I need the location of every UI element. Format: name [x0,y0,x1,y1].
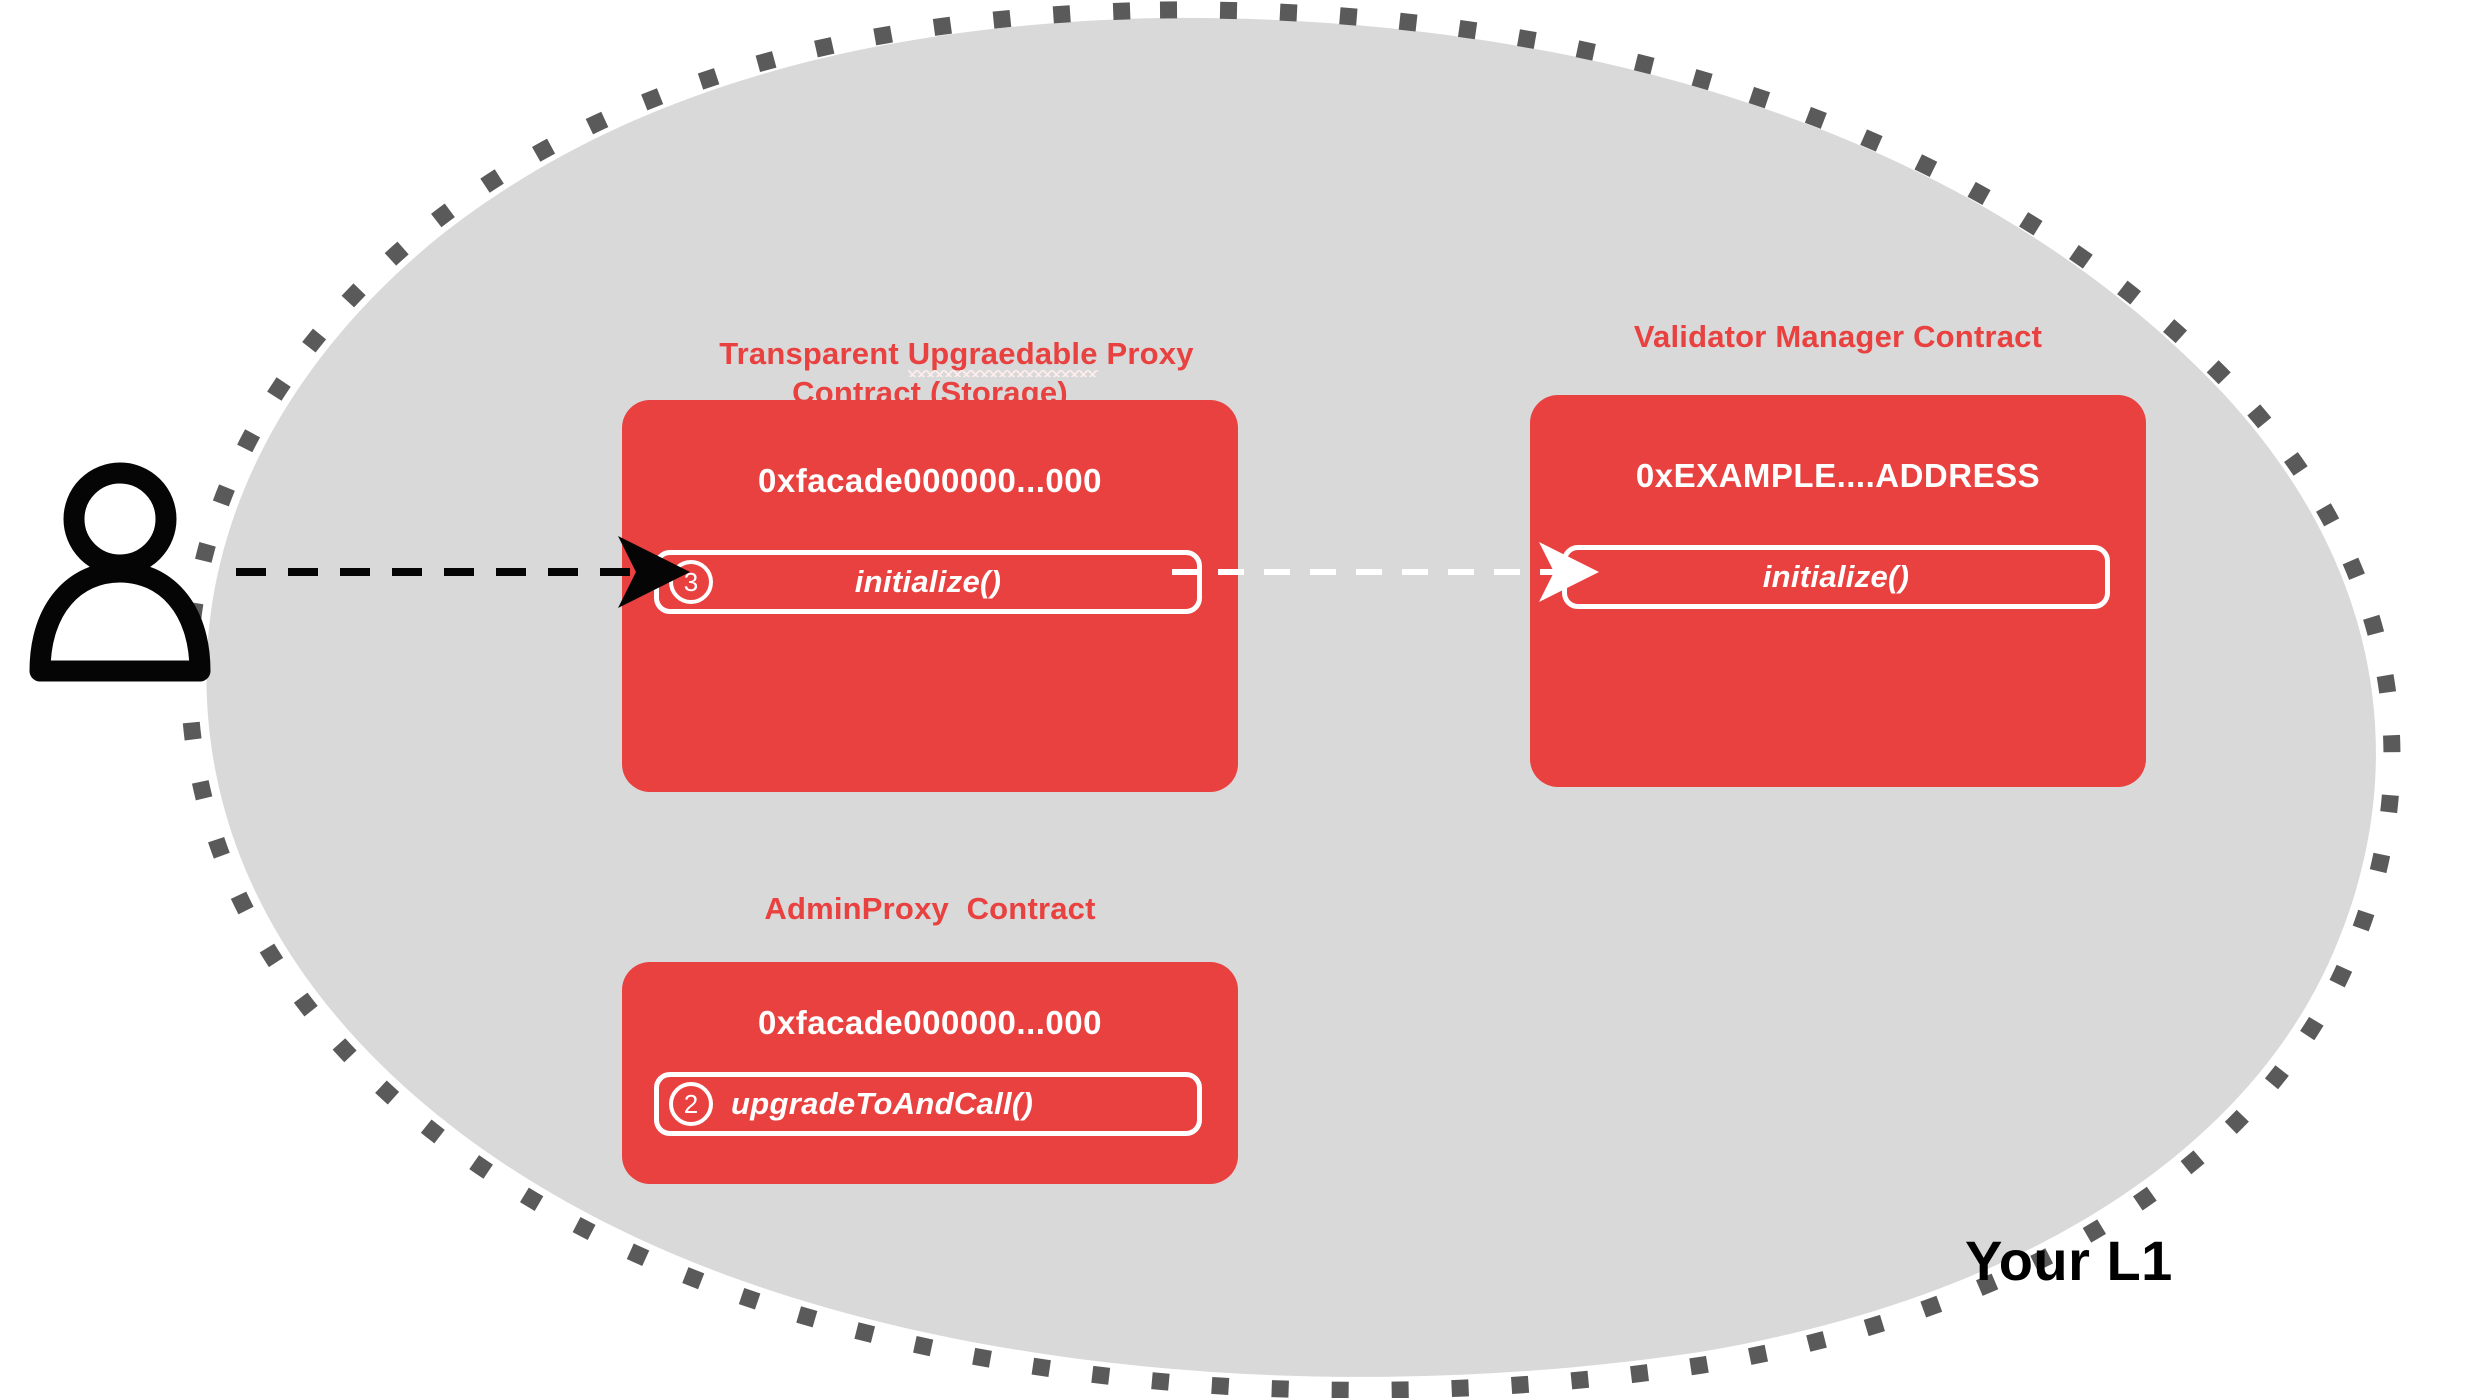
contract-title-validator-manager: Validator Manager Contract [1633,319,2043,354]
contract-card-proxy[interactable]: 0xfacade000000...000 3 initialize() [622,400,1238,792]
method-label-upgrade-to-and-call: upgradeToAndCall() [731,1086,1034,1121]
step-badge-2: 2 [669,1082,713,1126]
contract-title-proxy-line1-suffix: Proxy [1097,335,1194,371]
contract-address-validator-manager: 0xEXAMPLE....ADDRESS [1635,457,2041,494]
method-label-initialize: initialize() [854,564,1002,599]
contract-card-admin-proxy[interactable]: 0xfacade000000...000 2 upgradeToAndCall(… [622,962,1238,1184]
user-person-icon [29,462,211,682]
contract-title-admin-proxy: AdminProxy Contract [764,891,1096,926]
contract-title-proxy-line1-prefix: Transparent [719,335,908,371]
zone-label-your-l1: Your L1 [1965,1229,2173,1292]
method-pill-upgrade-to-and-call[interactable]: 2 upgradeToAndCall() [654,1072,1202,1136]
step-badge-3: 3 [669,560,713,604]
contract-address-proxy: 0xfacade000000...000 [758,462,1102,499]
method-pill-initialize-proxy[interactable]: 3 initialize() [654,550,1202,614]
misspelled-word-upgraedable: Upgraedable [907,335,1098,377]
method-pill-initialize-validator[interactable]: initialize() [1562,545,2110,609]
contract-admin-proxy: AdminProxy Contract 0xfacade000000...000… [622,890,1238,1184]
method-label-initialize-validator: initialize() [1762,559,1910,594]
contract-address-admin-proxy: 0xfacade000000...000 [758,1004,1102,1041]
contract-validator-manager: Validator Manager Contract 0xEXAMPLE....… [1530,318,2146,798]
contract-card-validator-manager[interactable]: 0xEXAMPLE....ADDRESS initialize() [1530,395,2146,787]
